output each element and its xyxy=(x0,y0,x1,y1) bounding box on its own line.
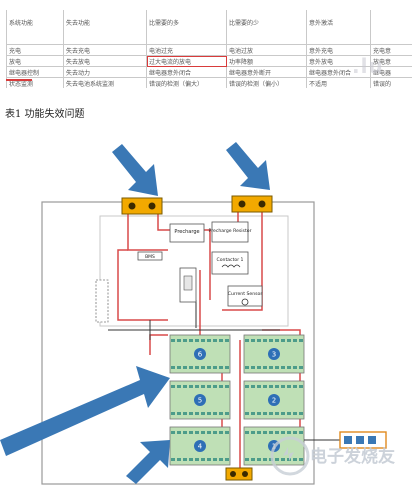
table-cell: 失去动力 xyxy=(64,67,147,78)
contactor-box: Contactor 1 xyxy=(212,252,248,274)
side-connector xyxy=(304,432,386,448)
table-cell: 充电 xyxy=(7,45,64,56)
table-cell: 放电 xyxy=(7,56,64,67)
battery-module: 5 xyxy=(170,381,230,419)
contactor-label: Contactor 1 xyxy=(217,257,244,263)
control-module-vertical xyxy=(96,280,108,322)
table-cell: 电池过放 xyxy=(227,45,307,56)
table-cell: 错误的检测（偏大） xyxy=(147,78,227,89)
input-connector-right xyxy=(232,196,272,212)
battery-module: 3 xyxy=(244,335,304,373)
header-cell xyxy=(371,10,412,45)
battery-module: 4 xyxy=(170,427,230,465)
table-cell: 错误的检测（偏小） xyxy=(227,78,307,89)
precharge-relay-box: Precharge xyxy=(170,224,204,242)
bms-small-label: BMS xyxy=(145,254,155,260)
precharge-resistor-label: Precharge Resistor xyxy=(209,228,252,234)
table-cell: 失去电池系统监测 xyxy=(64,78,147,89)
highlighted-table-cell: 过大电流的放电 xyxy=(147,56,227,67)
table-cell: 功率降额 xyxy=(227,56,307,67)
arrow-icon xyxy=(112,144,158,196)
arrow-icon xyxy=(226,142,270,190)
table-row: 状态监测 失去电池系统监测 错误的检测（偏大） 错误的检测（偏小） 不适用 错误… xyxy=(7,78,412,89)
faded-watermark-logo: .lu xyxy=(352,54,384,78)
watermark-text: 电子发烧友 xyxy=(310,446,395,467)
table-cell: 继电器控制 xyxy=(7,67,64,78)
table-cell: 继电器意外闭合 xyxy=(147,67,227,78)
header-cell: 比需要的多 xyxy=(147,10,227,45)
battery-module: 6 xyxy=(170,335,230,373)
input-connector-left xyxy=(122,198,162,214)
module-number: 4 xyxy=(198,443,203,451)
table-header-row: 系统功能 失去功能 比需要的多 比需要的少 意外激活 xyxy=(7,10,412,45)
precharge-label: Precharge xyxy=(174,229,199,235)
table-cell: 失去放电 xyxy=(64,56,147,67)
table-caption: 表1 功能失效问题 xyxy=(5,105,85,120)
output-connector-bottom xyxy=(226,468,252,480)
table-cell: 失去充电 xyxy=(64,45,147,56)
current-sensor-label: Current Sensor xyxy=(228,291,263,297)
module-number: 6 xyxy=(198,351,203,359)
current-sensor-box: Current Sensor xyxy=(228,286,263,306)
contactor-coil-box xyxy=(180,268,196,302)
table-cell: 不适用 xyxy=(307,78,371,89)
red-underline-mark xyxy=(6,79,32,81)
bms-small-box: BMS xyxy=(138,252,162,260)
header-cell: 失去功能 xyxy=(64,10,147,45)
table-cell: 电池过充 xyxy=(147,45,227,56)
module-number: 2 xyxy=(272,397,276,405)
module-number: 5 xyxy=(198,397,202,405)
module-number: 3 xyxy=(272,351,276,359)
header-cell: 比需要的少 xyxy=(227,10,307,45)
table-cell: 继电器意外断开 xyxy=(227,67,307,78)
battery-module: 2 xyxy=(244,381,304,419)
table-cell: 错误的 xyxy=(371,78,412,89)
battery-pack-diagram: Precharge Precharge Resistor Contactor 1… xyxy=(0,140,412,489)
header-cell: 意外激活 xyxy=(307,10,371,45)
precharge-resistor-box: Precharge Resistor xyxy=(209,222,252,242)
header-cell: 系统功能 xyxy=(7,10,64,45)
